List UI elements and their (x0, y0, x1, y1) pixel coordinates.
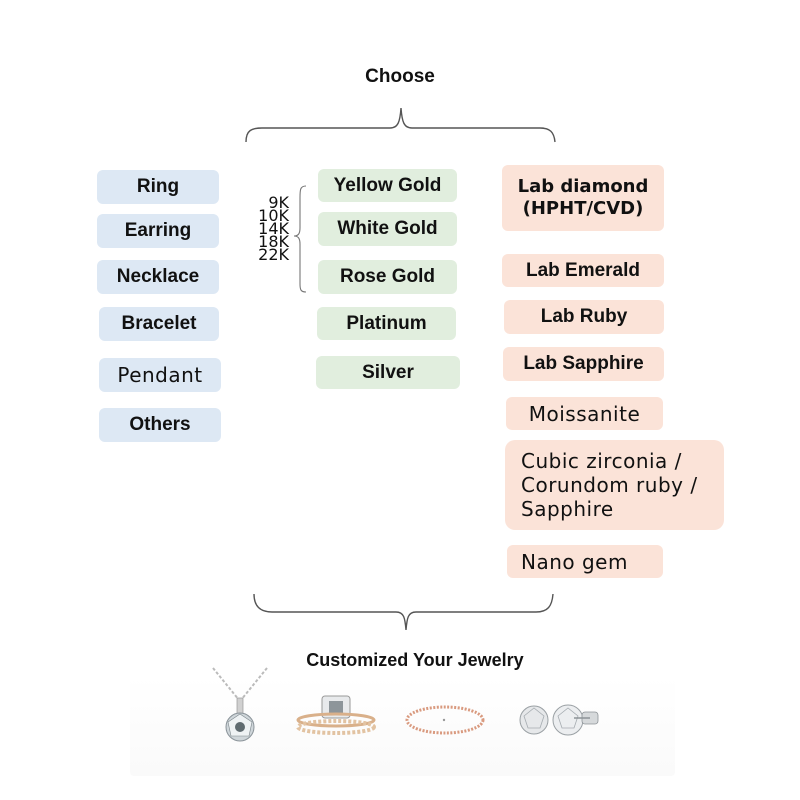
product-earring[interactable]: Earring (97, 214, 219, 248)
necklace-pendant-image (212, 667, 268, 742)
stone-cubic-zirconia[interactable]: Cubic zirconia / Corundom ruby / Sapphir… (505, 440, 724, 530)
stone-lab-emerald[interactable]: Lab Emerald (502, 254, 664, 287)
stone-lab-diamond-line1: Lab diamond (517, 176, 649, 198)
stone-moissanite[interactable]: Moissanite (506, 397, 663, 430)
karat-list: 9K 10K 14K 18K 22K (245, 193, 289, 264)
watermark (100, 0, 250, 22)
product-others[interactable]: Others (99, 408, 221, 442)
metal-rose-gold[interactable]: Rose Gold (318, 260, 457, 294)
stud-earrings-image (519, 704, 599, 736)
stone-cubic-line2: Corundom ruby / (521, 473, 698, 497)
stone-lab-diamond[interactable]: Lab diamond (HPHT/CVD) (502, 165, 664, 231)
product-pendant[interactable]: Pendant (99, 358, 221, 392)
metal-yellow-gold[interactable]: Yellow Gold (318, 169, 457, 202)
product-necklace[interactable]: Necklace (97, 260, 219, 294)
customized-title: Customized Your Jewelry (306, 650, 524, 670)
stone-cubic-line1: Cubic zirconia / (521, 449, 682, 473)
product-ring[interactable]: Ring (97, 170, 219, 204)
stone-nano-gem[interactable]: Nano gem (507, 545, 663, 578)
karat-18k: 18K (258, 232, 289, 251)
stone-cubic-line3: Sapphire (521, 497, 614, 521)
karat-10k: 10K (258, 206, 289, 225)
choose-title: Choose (365, 66, 435, 87)
metal-platinum[interactable]: Platinum (317, 307, 456, 340)
karat-22k: 22K (258, 245, 289, 264)
karat-9k: 9K (268, 193, 289, 212)
stone-lab-sapphire[interactable]: Lab Sapphire (503, 347, 664, 381)
product-bracelet[interactable]: Bracelet (99, 307, 219, 341)
ring-set-image (296, 695, 376, 735)
stone-lab-ruby[interactable]: Lab Ruby (504, 300, 664, 334)
jewelry-photo-band (130, 676, 675, 776)
bottom-brace (253, 593, 554, 631)
karat-brace (293, 185, 307, 293)
metal-silver[interactable]: Silver (316, 356, 460, 389)
tennis-bracelet-image (405, 705, 485, 735)
stone-lab-diamond-line2: (HPHT/CVD) (522, 198, 644, 219)
metal-white-gold[interactable]: White Gold (318, 212, 457, 246)
top-brace (245, 107, 556, 143)
karat-14k: 14K (258, 219, 289, 238)
